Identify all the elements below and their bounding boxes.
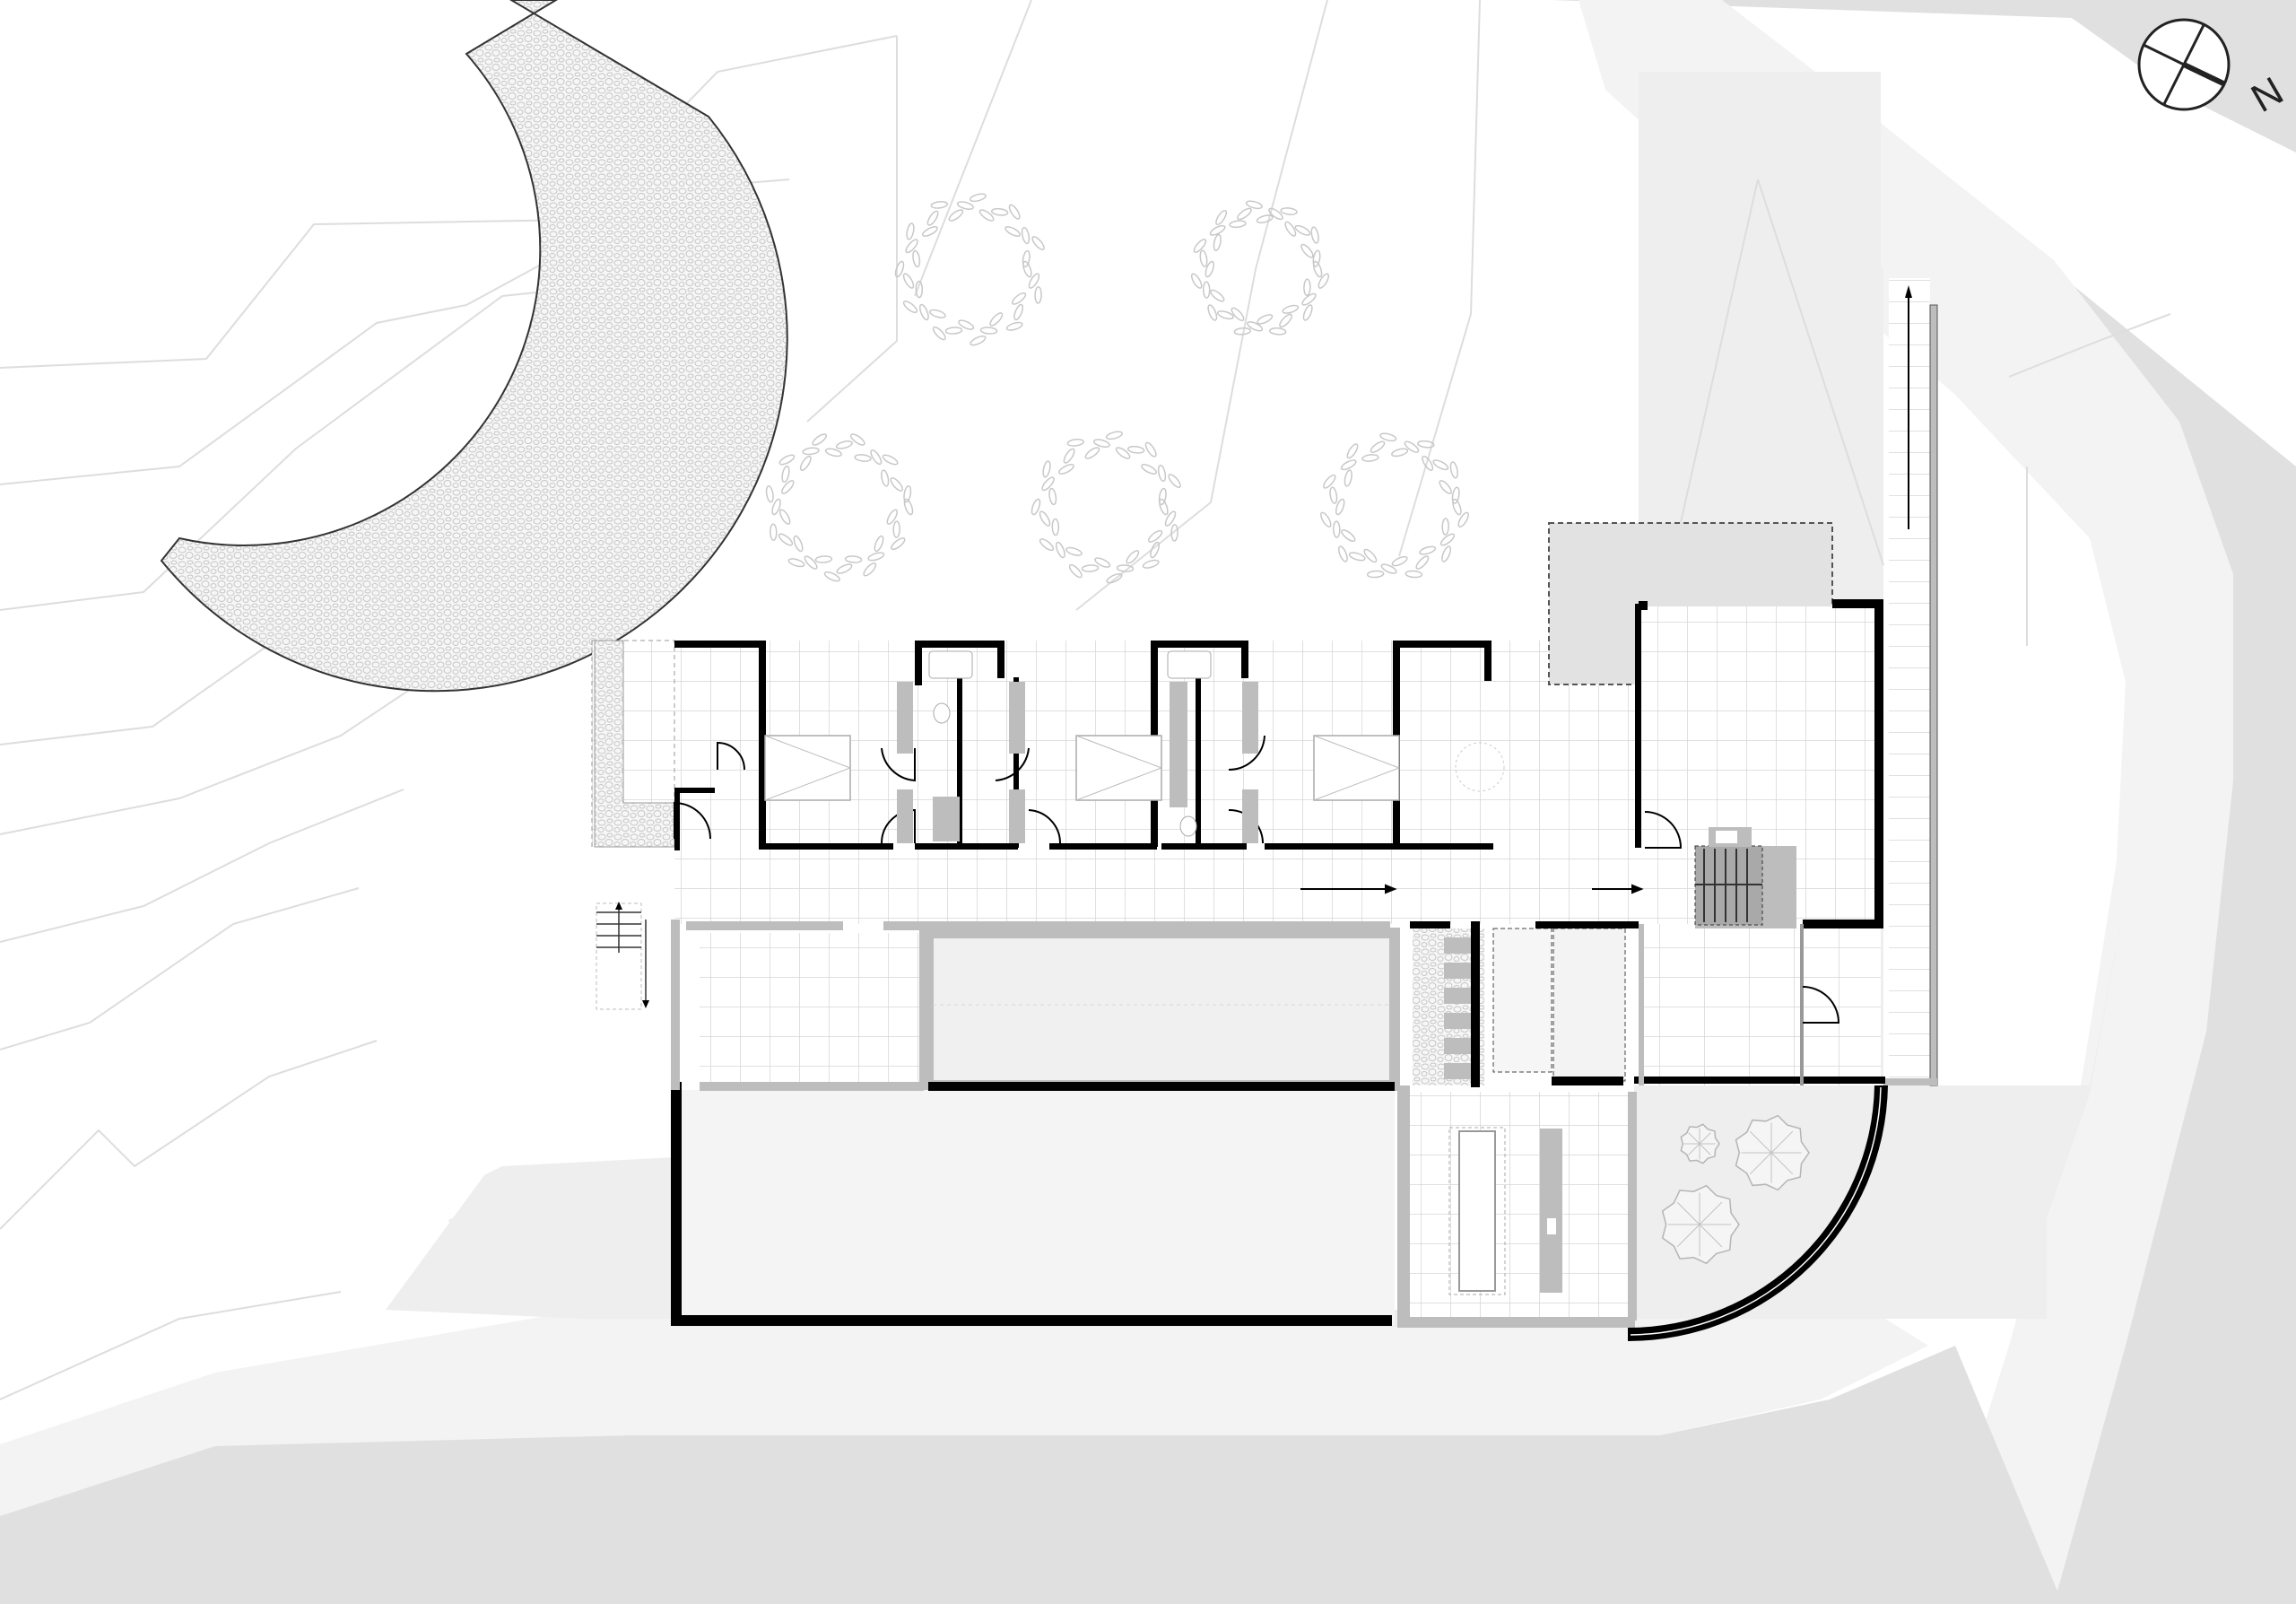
- bed-icon: [1313, 735, 1400, 801]
- lower-partition: [700, 1082, 924, 1091]
- kitchen-island: [1540, 1129, 1562, 1293]
- dining-border-right: [1628, 1092, 1637, 1321]
- shrubs: [1661, 1114, 1810, 1265]
- island-sink: [1547, 1218, 1556, 1234]
- walls: [671, 599, 1885, 1090]
- stone-wall-arc: [160, 0, 788, 693]
- dining-border-bottom: [1397, 1317, 1635, 1328]
- terrain-north-strip: [1639, 72, 1881, 610]
- shrub-icon: [1661, 1184, 1740, 1265]
- staircase: [1694, 827, 1796, 928]
- utility-room: [700, 933, 919, 1085]
- indoor-pool: [923, 928, 1400, 1091]
- building: [591, 278, 1938, 1342]
- bathroom-fixtures: [897, 682, 1258, 843]
- terrain-left-slope: [386, 1157, 674, 1319]
- showers: [928, 650, 1212, 679]
- toilets: [933, 702, 1197, 837]
- road-bottom: [0, 1346, 2063, 1604]
- tree-icon: [1031, 431, 1181, 584]
- pool-wall-top: [928, 1082, 1395, 1091]
- road-diagonal: [1552, 0, 2296, 153]
- trees: [765, 193, 1469, 584]
- beds: [764, 735, 1401, 801]
- exterior-stair: [596, 902, 649, 1010]
- outdoor-pool: [677, 1090, 1395, 1325]
- doors: [674, 735, 1840, 1024]
- tree-icon: [1320, 432, 1469, 579]
- tree-icon: [894, 193, 1045, 346]
- dining-table: [1458, 1130, 1496, 1292]
- round-table: [1455, 742, 1505, 792]
- shrub-icon: [1680, 1123, 1720, 1164]
- bed-icon: [764, 735, 851, 801]
- storage-1: [1492, 928, 1552, 1073]
- tree-icon: [1190, 200, 1330, 336]
- pool-wall-bottom: [674, 1315, 1392, 1326]
- dining-chairs-outline: [1448, 1127, 1506, 1295]
- shrub-icon: [1735, 1114, 1810, 1191]
- pool-wall-left: [671, 1082, 682, 1326]
- sidewalk-curve: [1578, 0, 2233, 1604]
- curved-wall-inner-line: [1630, 1086, 1882, 1336]
- storage-2: [1552, 928, 1626, 1082]
- hall: [1639, 924, 1881, 1085]
- tree-icon: [765, 433, 914, 582]
- access-ramp: [1883, 278, 1938, 1086]
- dining-border-left: [1397, 1085, 1410, 1328]
- dining-terrace: [1404, 1092, 1634, 1319]
- bed-icon: [1075, 735, 1162, 801]
- corridor-arrows: [1300, 884, 1644, 894]
